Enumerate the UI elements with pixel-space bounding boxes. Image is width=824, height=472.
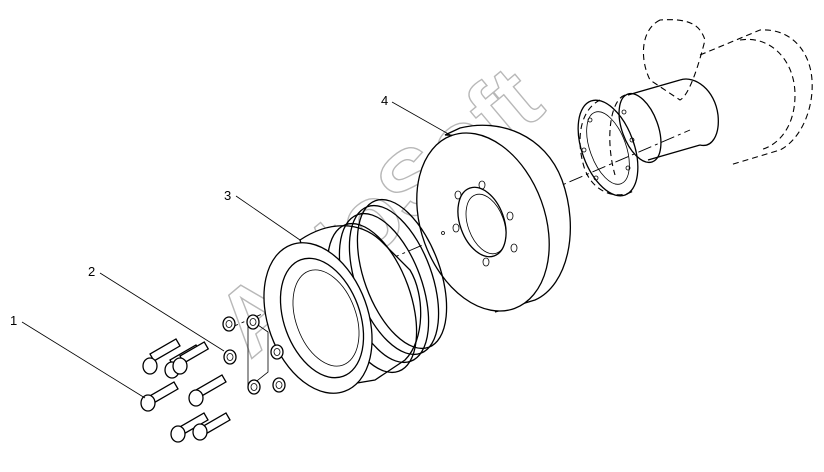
callout-4: 4 [381,93,388,108]
callout-2: 2 [88,264,95,279]
washer-group [222,314,286,395]
callout-3: 3 [224,188,231,203]
leader-lines [21,101,453,399]
bolt [192,412,231,441]
bolt-group [140,338,231,443]
bolt [140,381,179,412]
bolt [170,412,209,443]
part-4-damper [416,124,572,313]
bolt [142,338,181,375]
callout-1: 1 [10,313,17,328]
part-3-pulley [263,198,448,394]
bolt [172,341,210,375]
crankshaft [577,19,813,197]
bolt [188,374,227,407]
